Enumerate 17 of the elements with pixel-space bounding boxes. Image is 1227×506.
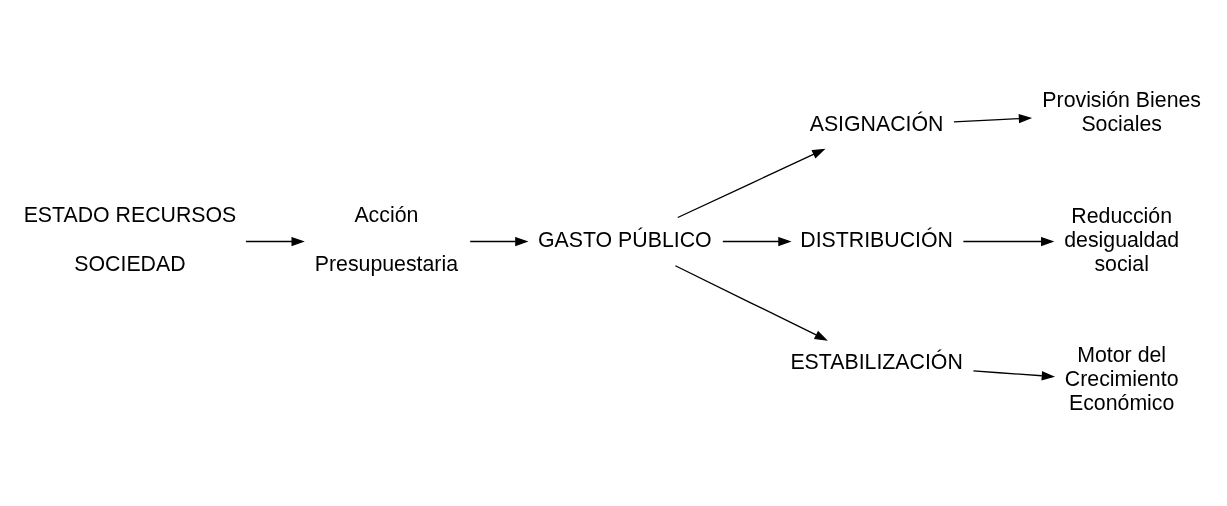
arrow — [245, 236, 305, 246]
arrow — [677, 148, 826, 218]
node-text: ASIGNACIÓN — [809, 111, 944, 136]
node-text: Provisión Bienes Sociales — [1042, 87, 1201, 136]
node-text: Acción Presupuestaria — [314, 202, 459, 276]
node-text: GASTO PÚBLICO — [538, 227, 712, 252]
arrow — [722, 236, 792, 246]
node-text: Motor del Crecimiento Económico — [1064, 342, 1179, 415]
arrow — [972, 369, 1056, 380]
node-text: Reducción desigualdad social — [1064, 203, 1180, 276]
node-text: ESTABILIZACIÓN — [790, 349, 963, 374]
node-text: ESTADO RECURSOS SOCIEDAD — [23, 202, 237, 276]
arrow — [469, 236, 529, 246]
arrow — [674, 264, 828, 341]
arrow — [953, 113, 1033, 123]
node-text: DISTRIBUCIÓN — [800, 227, 953, 252]
arrow — [962, 236, 1055, 246]
